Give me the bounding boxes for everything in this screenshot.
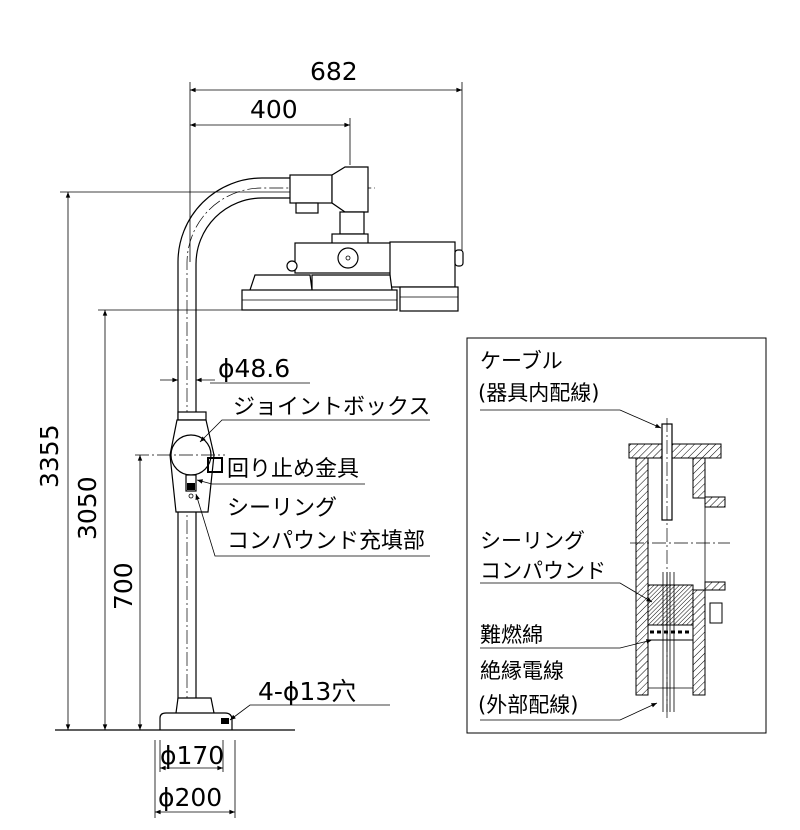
inset-label-flame-retardant: 難燃綿 xyxy=(480,623,543,647)
inset-label-wire-1: 絶縁電線 xyxy=(480,659,564,683)
inset-label-compound-1: シーリング xyxy=(480,529,585,553)
rotation-stop-symbol-icon xyxy=(207,457,223,473)
leader-lines xyxy=(195,419,430,721)
label-anti-rotation-bracket: 回り止め金具 xyxy=(227,457,359,482)
dim-base-170: ϕ170 xyxy=(160,741,224,770)
dim-682: 682 xyxy=(310,57,358,86)
label-junction-box: ジョイントボックス xyxy=(233,395,430,420)
dim-400: 400 xyxy=(250,95,298,124)
pole xyxy=(177,177,375,710)
dim-pole-diameter: ϕ48.6 xyxy=(218,354,290,383)
dim-anchor-holes: 4-ϕ13穴 xyxy=(258,677,356,706)
pole-base xyxy=(55,697,295,731)
dim-3355: 3355 xyxy=(35,424,64,488)
inset-label-cable-2: (器具内配線) xyxy=(478,381,599,405)
inset-label-cable-1: ケーブル xyxy=(480,349,563,373)
dim-base-200: ϕ200 xyxy=(158,783,222,812)
inset-detail xyxy=(466,337,767,734)
label-sealing-2: コンパウンド充填部 xyxy=(227,529,425,554)
inset-label-wire-2: (外部配線) xyxy=(478,693,578,717)
dim-3050: 3050 xyxy=(73,476,102,540)
inset-label-compound-2: コンパウンド xyxy=(480,559,606,583)
label-sealing-1: シーリング xyxy=(227,496,337,521)
junction-box xyxy=(135,411,225,513)
luminaire-head xyxy=(241,166,464,312)
dimension-lines xyxy=(60,82,463,818)
dim-700: 700 xyxy=(109,562,138,610)
